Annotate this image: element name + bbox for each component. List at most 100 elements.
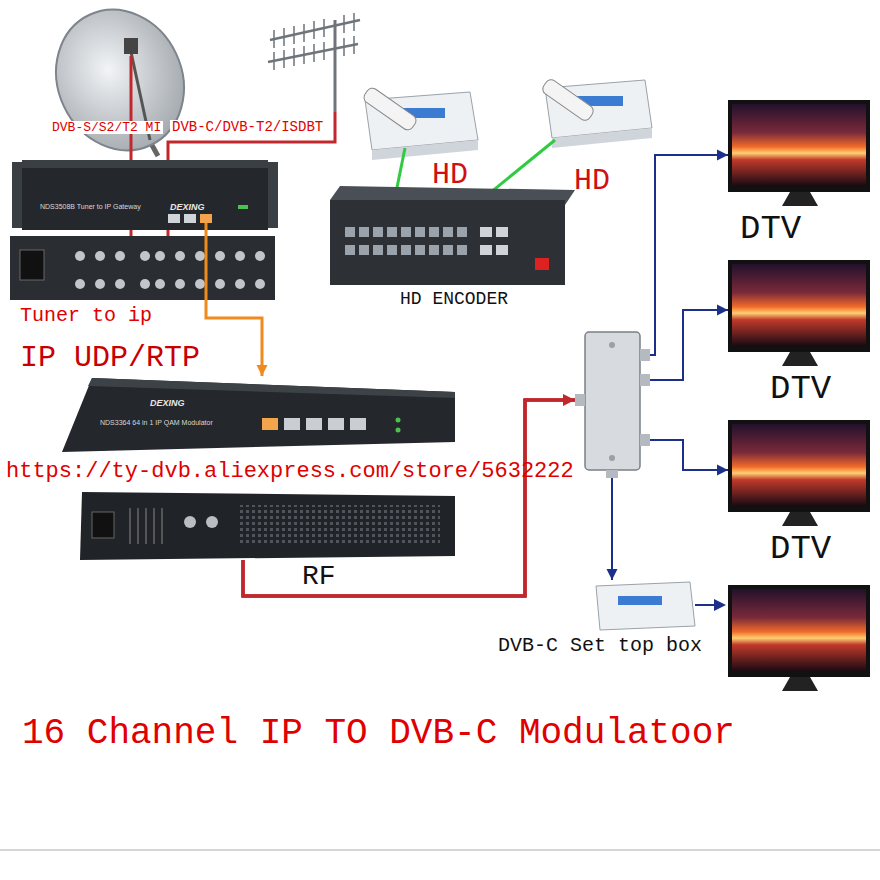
- qam-modulator-part: [306, 418, 322, 430]
- caption-holder: 16 Channel IP TO DVB-C Modulatoor: [22, 716, 735, 752]
- signal-label: DVB-C/DVB-T2/ISDBT: [170, 120, 325, 134]
- signal-label: HD: [574, 166, 610, 196]
- tv-box: DTV: [728, 418, 872, 574]
- tv-box: DTV: [728, 258, 872, 414]
- tuner-gateway-part: [205, 223, 208, 300]
- signal-label-holder: HD: [574, 166, 610, 196]
- store-url: https://ty-dvb.aliexpress.com/store/5632…: [6, 461, 574, 483]
- node-text-holder: DVB-C Set top box: [498, 636, 702, 656]
- node-text: HD ENCODER: [400, 290, 508, 308]
- hd-encoder-part-part: [373, 227, 383, 237]
- rf-splitter-part: [609, 455, 615, 461]
- edge-label: RF: [302, 563, 336, 591]
- tuner-gateway-part-part: [195, 279, 205, 289]
- tuner-gateway-part-part: [195, 251, 205, 261]
- separator-line: [0, 849, 880, 851]
- tuner-gateway-box: NDS3508B Tuner to IP Gateway: [10, 158, 278, 300]
- hd-encoder-part-part: [401, 227, 411, 237]
- node-text-holder: NDS3508B Tuner to IP Gateway: [40, 196, 141, 212]
- hd-encoder-part-part: [480, 245, 492, 255]
- node-text-holder: DTV: [770, 532, 831, 566]
- television-part: [782, 677, 818, 691]
- tuner-gateway-part-part: [95, 279, 105, 289]
- television: [728, 100, 870, 691]
- television-part: [728, 100, 870, 192]
- rf-splitter-part: [609, 342, 615, 348]
- set-top-box-part: [695, 604, 716, 606]
- tuner-gateway-part-part: [255, 251, 265, 261]
- hd-encoder-part-part: [496, 245, 508, 255]
- set-top-box: [596, 582, 726, 630]
- rf-splitter-part: [585, 332, 640, 470]
- signal-label-holder: DVB-S/S2/T2 MI: [50, 118, 163, 134]
- tuner-gateway-part-part: [215, 251, 225, 261]
- store-url-holder: https://ty-dvb.aliexpress.com/store/5632…: [6, 461, 574, 483]
- encoder-box: HD ENCODER: [328, 183, 575, 315]
- arrow-head: [717, 465, 728, 476]
- satellite-dish: [33, 0, 206, 171]
- tuner-gateway-part-part: [155, 251, 165, 261]
- tuner-gateway-part-part: [235, 279, 245, 289]
- satellite-dish-part: [124, 38, 138, 54]
- connector-line: [648, 155, 728, 355]
- arrow-head: [257, 365, 268, 376]
- signal-label-holder: HD: [432, 160, 468, 190]
- hd-encoder-part-part: [345, 245, 355, 255]
- hd-encoder-part-part: [415, 245, 425, 255]
- set-top-box-part: [362, 86, 419, 132]
- hd-encoder: [330, 186, 575, 285]
- yagi-antenna-part: [334, 20, 337, 112]
- set-top-box-part: [596, 582, 695, 630]
- hd-encoder-part-part: [457, 227, 467, 237]
- rf-splitter-part: [575, 394, 585, 406]
- tuner-gateway-part-part: [75, 251, 85, 261]
- qam-modulator-part: [328, 418, 344, 430]
- tuner-gateway-part-part: [75, 279, 85, 289]
- tuner-gateway-part-part: [140, 279, 150, 289]
- signal-label-holder: DVB-C/DVB-T2/ISDBT: [170, 118, 325, 134]
- tuner-gateway-part-part: [115, 279, 125, 289]
- rf-splitter-part: [606, 470, 618, 478]
- node-text: NDS3364 64 in 1 IP QAM Modulator: [100, 419, 213, 426]
- hd-encoder-part-part: [496, 227, 508, 237]
- connector-line: [611, 476, 613, 580]
- rf-splitter-part: [640, 434, 650, 446]
- hd-encoder-part-part: [480, 227, 492, 237]
- arrow-head: [717, 150, 728, 161]
- qam-modulator-part: [184, 516, 196, 528]
- hd-encoder-part-part: [443, 245, 453, 255]
- rf-splitter-part: [640, 374, 650, 386]
- signal-label: DVB-S/S2/T2 MI: [50, 121, 163, 134]
- set-top-box-part: [552, 128, 652, 148]
- rf-splitter: [563, 332, 650, 478]
- set-top-box: [362, 77, 652, 160]
- edge-label: IP UDP/RTP: [20, 343, 200, 373]
- television-part: [732, 424, 866, 506]
- television-part: [728, 585, 870, 677]
- set-top-box-part: [618, 596, 662, 605]
- brand-logo-holder: DEXING: [150, 393, 185, 409]
- yagi-antenna-part: [274, 13, 354, 70]
- television-part: [728, 260, 870, 352]
- television-part: [732, 104, 866, 186]
- hd-encoder-part: [535, 258, 549, 270]
- tuner-gateway-part: [168, 214, 180, 223]
- tuner-gateway-part: [75, 251, 265, 289]
- television-part: [782, 512, 818, 526]
- tuner-gateway-part-part: [175, 251, 185, 261]
- hd-encoder-part-part: [443, 227, 453, 237]
- qam-modulator-part: [88, 378, 455, 398]
- connector-line: [206, 300, 262, 376]
- hd-encoder-part-part: [373, 245, 383, 255]
- hd-encoder-part-part: [429, 245, 439, 255]
- tuner-gateway-part: [20, 250, 44, 280]
- qam-modulator-part: [130, 508, 162, 544]
- qam-modulator-part: [350, 418, 366, 430]
- tuner-gateway-part-part: [140, 251, 150, 261]
- tuner-gateway-part: [184, 214, 196, 223]
- tuner-gateway-part-part: [115, 251, 125, 261]
- qam-modulator-part: [396, 428, 401, 433]
- qam-modulator-part: [92, 512, 114, 538]
- set-top-box-node: DVB-C Set top box: [490, 580, 722, 662]
- caption: 16 Channel IP TO DVB-C Modulatoor: [22, 716, 735, 752]
